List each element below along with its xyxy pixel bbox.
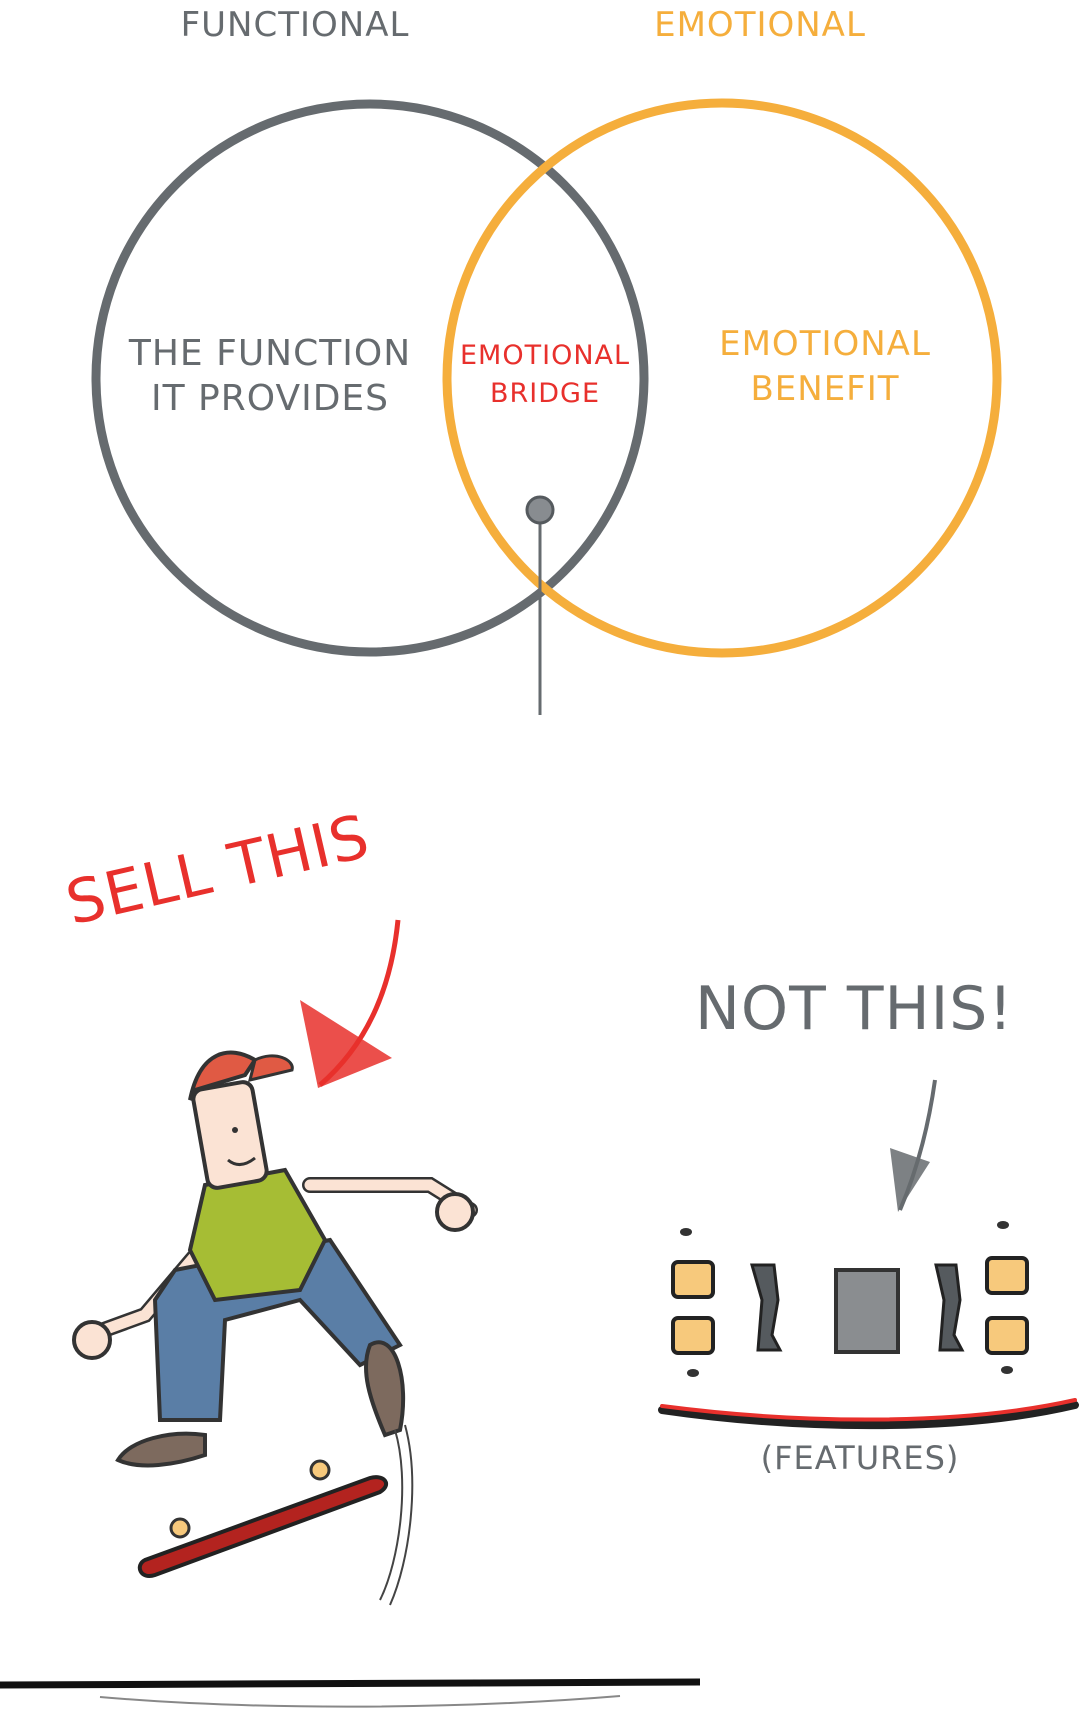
emotional-benefit-line-2: BENEFIT: [750, 369, 900, 409]
emotional-bridge-line-2: BRIDGE: [489, 378, 601, 409]
emotional-title: EMOTIONAL: [654, 5, 866, 45]
emotional-bridge-line-1: EMOTIONAL: [460, 340, 631, 371]
functional-circle: [91, 99, 649, 657]
not-this-label: NOT THIS!: [695, 974, 1014, 1044]
sell-arrowhead-icon: [300, 1000, 392, 1088]
function-provides-line-1: THE FUNCTION: [128, 333, 412, 374]
emotional-benefit-line-1: EMOTIONAL: [719, 324, 931, 364]
pin-head-icon: [525, 495, 555, 525]
ground-line: [0, 1678, 701, 1689]
functional-title: FUNCTIONAL: [180, 5, 410, 45]
skateboarder-illustration: [72, 1050, 478, 1606]
not-arrowhead-icon: [890, 1148, 930, 1212]
skateboard-parts-illustration: [658, 1221, 1079, 1430]
function-provides-line-2: IT PROVIDES: [150, 378, 390, 419]
emotional-circle: [442, 98, 1002, 658]
features-label: (FEATURES): [760, 1439, 960, 1477]
